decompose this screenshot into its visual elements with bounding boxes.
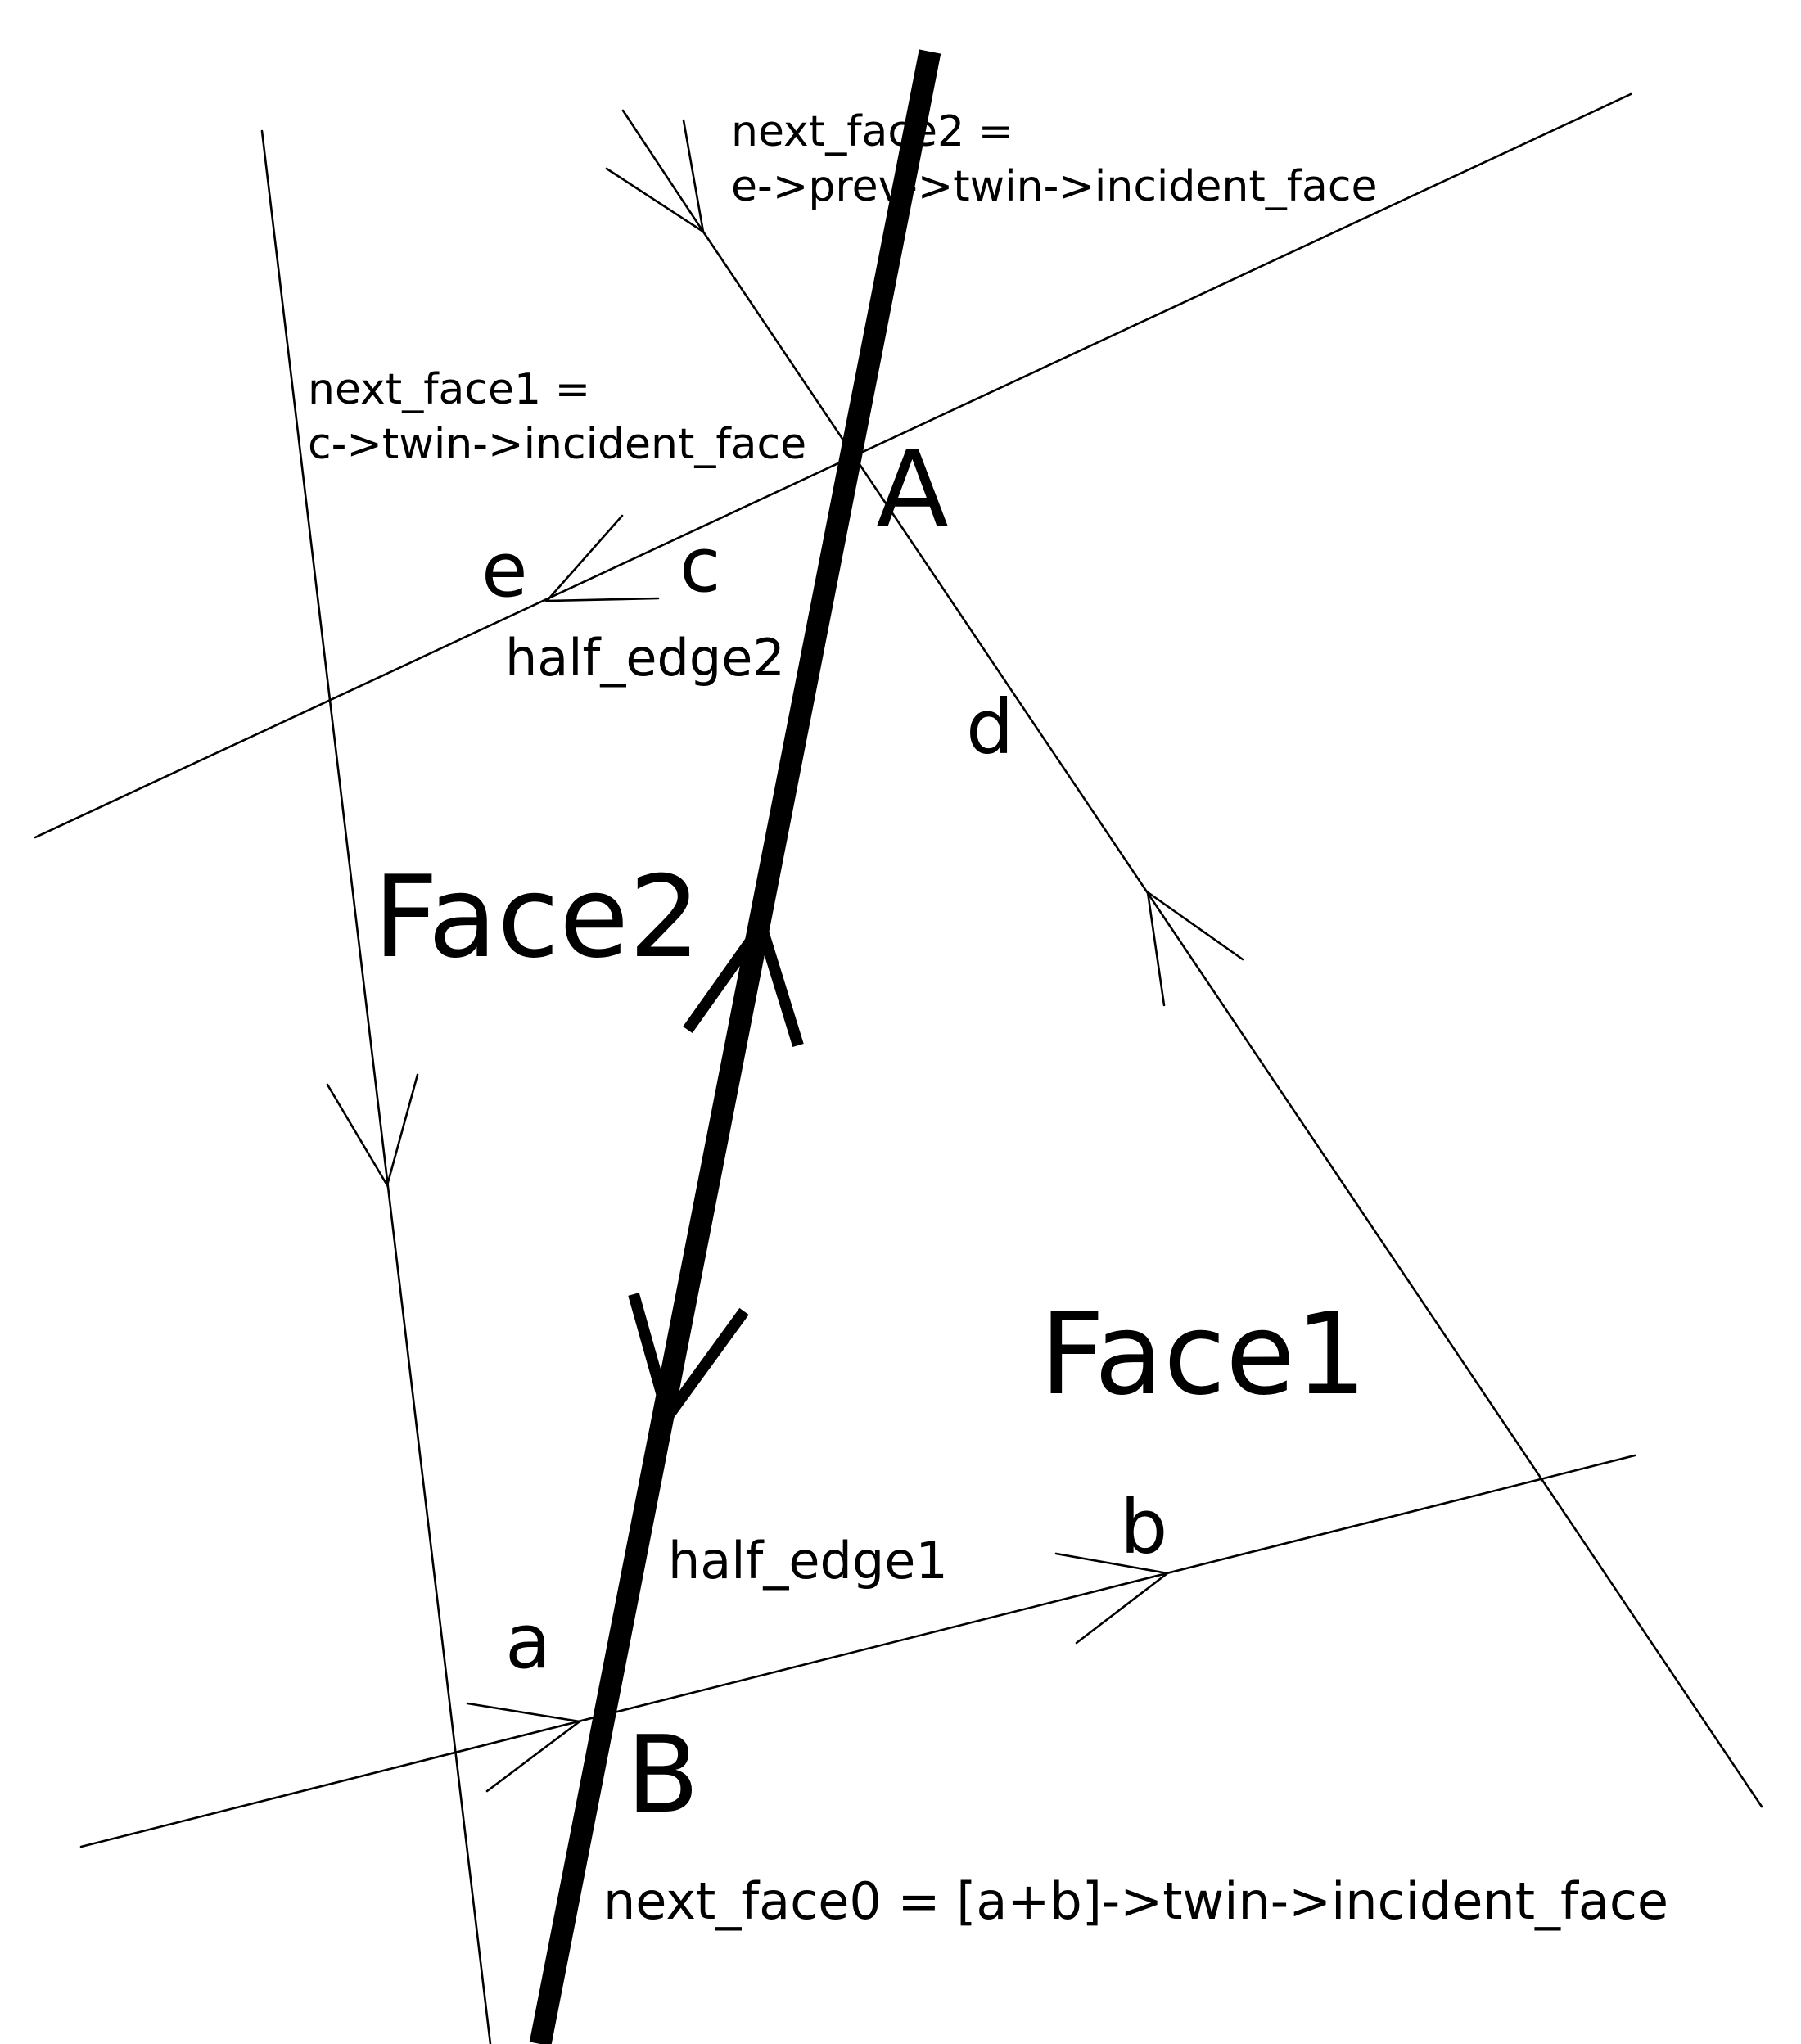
face2-label: Face2 <box>373 851 701 983</box>
left-edge-arrow <box>326 1073 419 1189</box>
face1-label: Face1 <box>1040 1288 1367 1420</box>
edge-d-arrow <box>1146 890 1244 1007</box>
half-edge2-arrow-up <box>683 913 804 1048</box>
next-face1-label-line1: next_face1 = <box>308 365 590 414</box>
vertex-a-label: A <box>876 427 949 552</box>
edge-line-ab <box>79 1454 1636 1848</box>
half-edge1-arrow-down <box>628 1293 749 1429</box>
next-face2-label-line2: e->prev->twin->incident_face <box>731 162 1377 211</box>
edge-c-label: c <box>679 521 721 609</box>
edge-top-arrow-tail <box>621 109 705 233</box>
edge-line-d <box>702 230 1763 1808</box>
edge-e-label: e <box>481 526 528 614</box>
next-face0-label: next_face0 = [a+b]->twin->incident_face <box>603 1871 1668 1931</box>
edge-a-arrow <box>466 1702 583 1793</box>
vertex-b-label: B <box>626 1712 699 1837</box>
left-edge-line <box>260 129 492 2044</box>
edge-e-arrow <box>544 514 660 602</box>
next-face2-label-line1: next_face2 = <box>731 107 1013 156</box>
half-edge1-label: half_edge1 <box>668 1531 948 1591</box>
edge-top-arrow <box>605 119 705 234</box>
half-edge2-label: half_edge2 <box>505 628 785 688</box>
edge-a-label: a <box>505 1598 551 1685</box>
edge-d-label: d <box>966 684 1013 771</box>
edge-line-ec <box>34 92 1632 839</box>
main-edge-line <box>529 49 941 2044</box>
next-face1-label-line2: c->twin->incident_face <box>308 420 806 469</box>
edge-b-arrow <box>1054 1552 1171 1645</box>
edge-b-label: b <box>1120 1483 1167 1571</box>
